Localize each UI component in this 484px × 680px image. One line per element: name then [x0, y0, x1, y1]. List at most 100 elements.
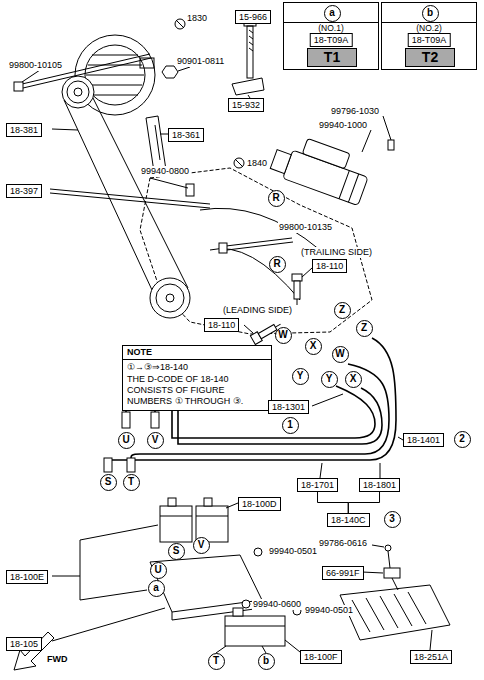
part-number-box: 18-100D	[238, 497, 281, 511]
node-text: 18-110	[316, 260, 343, 272]
starter-fasteners	[388, 140, 394, 150]
screws	[254, 548, 262, 556]
node-text: 1	[287, 420, 293, 430]
part-number-box: 18-T09A	[310, 33, 353, 47]
callout-circle: T	[123, 474, 140, 491]
callout-circle: Y	[321, 371, 338, 388]
node-text: b	[427, 8, 433, 18]
node-text: THE D-CODE OF 18-140 CONSISTS OF FIGURE …	[123, 373, 271, 410]
node-text: 18-397	[10, 185, 38, 197]
spark-plug-trailing	[294, 281, 300, 299]
part-number-box: 18-251A	[410, 650, 452, 664]
starter-bolt	[226, 238, 293, 250]
coil-trailing	[233, 608, 243, 616]
part-label: 99940-0800	[140, 166, 190, 177]
node-text: 18-381	[10, 124, 38, 136]
part-label: 90901-0811	[176, 56, 225, 67]
adjuster-link	[146, 116, 168, 172]
node-text: a	[153, 583, 159, 593]
coil-trailing	[216, 626, 300, 653]
alternator-bolt	[14, 82, 23, 91]
node-text: Y	[297, 371, 304, 381]
node-text: T1	[307, 48, 357, 67]
drive-belt	[64, 98, 188, 290]
node-text: R	[273, 259, 280, 269]
bracket-connector	[348, 492, 379, 513]
node-text: (NO.1)	[284, 23, 378, 33]
callout-circle: W	[332, 346, 349, 363]
ignition-coils	[168, 498, 176, 506]
starter-bolt	[219, 243, 227, 253]
long-bolt	[186, 184, 194, 196]
engine-outline	[166, 294, 174, 302]
part-label: (TRAILING SIDE)	[300, 247, 373, 258]
part-number-box: 18-140C	[327, 513, 370, 527]
node-text: 15-966	[239, 11, 267, 23]
node-text: 18-1401	[407, 434, 440, 446]
part-label: (LEADING SIDE)	[222, 305, 293, 316]
long-bolt	[150, 178, 188, 188]
part-label: 99940-0501	[304, 605, 354, 616]
engine-outline	[156, 284, 184, 312]
ignition-coils	[160, 516, 228, 517]
ignition-coils	[204, 498, 212, 506]
node-text: 18-100D	[242, 498, 277, 510]
part-label: 99800-10105	[8, 60, 63, 71]
nut	[162, 66, 178, 78]
ignition-module	[340, 585, 450, 640]
part-number-box: 18-100F	[300, 650, 342, 664]
callout-circle: a	[324, 5, 341, 22]
coil-bracket	[52, 608, 165, 641]
coil-bracket	[150, 555, 262, 612]
spark-plug-trailing	[292, 274, 302, 281]
view-symbols	[175, 19, 185, 29]
callout-circle: W	[275, 327, 292, 344]
part-number-box: 18-1801	[359, 478, 400, 492]
adjust-bolt	[244, 20, 256, 78]
node-text: S	[173, 546, 180, 556]
note-box: NOTE①→③⇒18-140THE D-CODE OF 18-140 CONSI…	[122, 345, 272, 411]
adjust-bracket	[232, 78, 264, 95]
node-text: T	[128, 477, 134, 487]
node-text: X	[310, 341, 317, 351]
ignition-coils	[160, 506, 192, 542]
ignition-coils	[226, 503, 238, 508]
callout-circle: U	[118, 432, 135, 449]
callout-circle: V	[193, 537, 210, 554]
callout-circle: Z	[356, 320, 373, 337]
alternator-bolt	[22, 70, 40, 82]
part-number-box: 18-110	[204, 318, 239, 332]
node-text: 18-100E	[10, 571, 44, 583]
plug-cables	[108, 338, 396, 460]
coil-group-bracket	[52, 525, 158, 600]
connector	[384, 568, 400, 578]
node-text: Y	[326, 374, 333, 384]
node-text: 18-361	[172, 129, 200, 141]
callout-circle: b	[258, 653, 275, 670]
coil-trailing	[225, 616, 285, 646]
node-text: 18-100F	[304, 651, 338, 663]
node-text: U	[154, 565, 161, 575]
cable-boots	[151, 412, 159, 428]
part-number-box: 18-T09A	[408, 33, 451, 47]
starter	[302, 138, 350, 168]
callout-circle: 1	[282, 417, 299, 434]
cable-leaders	[312, 394, 403, 478]
callout-circle: T	[208, 653, 225, 670]
starter-bolt	[219, 238, 293, 253]
direction-label: FWD	[46, 654, 69, 665]
part-number-box: 18-361	[168, 128, 204, 142]
node-text: W	[278, 330, 287, 340]
view-symbols	[175, 19, 244, 168]
part-label: 99786-0616	[318, 538, 368, 549]
node-text: NOTE	[123, 346, 271, 360]
part-label: 99796-1030	[330, 106, 380, 117]
starter	[270, 150, 291, 174]
adjuster-link	[155, 125, 160, 160]
part-label: 1840	[246, 158, 268, 169]
label-header-box: (NO.2)T2b18-T09A	[381, 2, 477, 70]
connector	[362, 545, 400, 590]
part-label: 99940-0501	[268, 546, 318, 557]
node-text: T	[213, 656, 219, 666]
part-number-box: 18-381	[6, 123, 42, 137]
